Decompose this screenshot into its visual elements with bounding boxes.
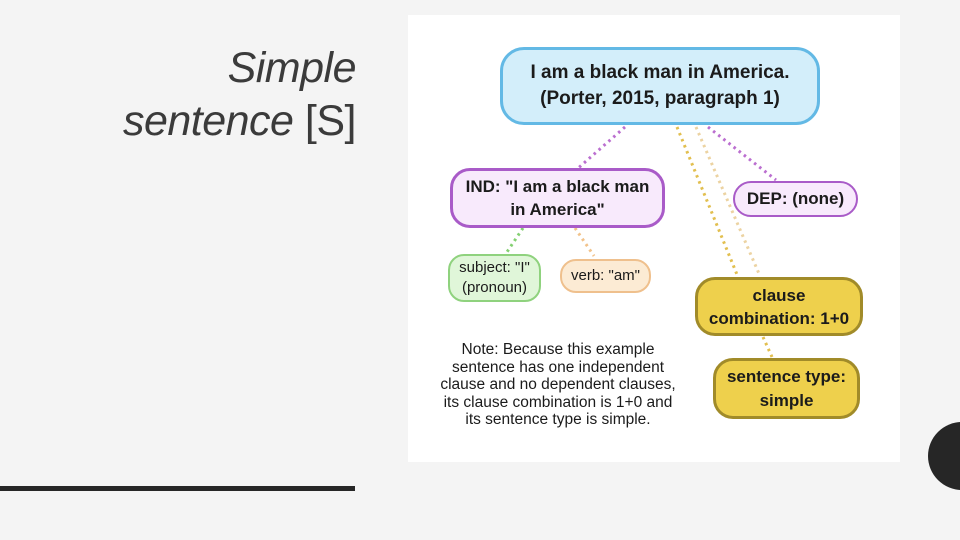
connector-clause-combination-to-sentence-type [761,336,774,358]
connector-sentence-to-ind [575,125,626,172]
clause-combination-line2: combination: 1+0 [708,308,850,328]
clause-combination-box: clause combination: 1+0 [695,277,863,336]
verb-label: verb: "am" [570,267,640,284]
sentence-type-line1: sentence type: [726,366,847,386]
title-divider-rule [0,486,355,491]
subject-line1: subject: "I" [459,259,530,276]
diagram-note-line: its clause combination is 1+0 and [443,393,673,411]
dependent-clause-label: DEP: (none) [746,189,845,208]
slide-title-line2-plain: [S] [293,97,357,145]
connector-sentence-to-sentence-type [694,126,762,277]
sentence-type-box: sentence type: simple [713,358,860,419]
diagram-note-line: its sentence type is simple. [465,411,651,429]
connector-ind-to-subject [503,227,525,256]
subject-line2: (pronoun) [461,279,528,296]
diagram-note-line: Note: Because this example [461,341,655,358]
slide-title: Simple sentence [S] [0,42,357,148]
subject-box: subject: "I" (pronoun) [448,254,541,302]
corner-circle-decoration [928,422,960,490]
independent-clause-line2: in America" [510,200,605,219]
diagram-note-line: sentence has one independent [451,358,664,376]
slide-title-line2-italic: sentence [122,97,294,145]
sentence-source-line1: I am a black man in America. [530,62,790,83]
clause-combination-line1: clause [752,285,806,305]
diagram-connectors [503,125,777,358]
sentence-source-box: I am a black man in America. (Porter, 20… [500,47,820,125]
verb-box: verb: "am" [560,259,651,293]
diagram-note: Note: Because this example sentence has … [433,341,683,429]
sentence-type-line2: simple [759,390,814,410]
dependent-clause-box: DEP: (none) [733,181,858,217]
slide-title-line1: Simple [227,44,357,92]
sentence-diagram-image: I am a black man in America. (Porter, 20… [408,15,900,462]
connector-sentence-to-dep [707,125,777,182]
sentence-source-line2: (Porter, 2015, paragraph 1) [540,88,780,109]
diagram-note-line: clause and no dependent clauses, [440,376,676,394]
connector-sentence-to-clause-combination [675,126,740,278]
independent-clause-box: IND: "I am a black man in America" [450,168,665,228]
independent-clause-line1: IND: "I am a black man [465,177,650,196]
connector-ind-to-verb [573,227,596,257]
